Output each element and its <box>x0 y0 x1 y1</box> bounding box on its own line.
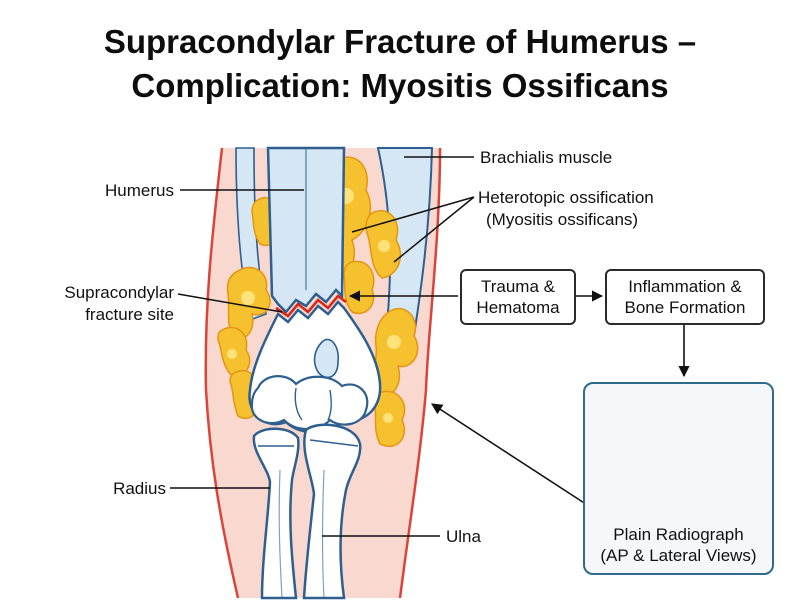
fracture-site-label-line-2: fracture site <box>85 305 174 324</box>
fracture-line <box>275 294 347 318</box>
inflammation-box-line-1: Inflammation & <box>628 277 742 296</box>
humerus-label: Humerus <box>105 181 174 200</box>
inflammation-box-line-2: Bone Formation <box>624 298 746 317</box>
radiograph-panel <box>583 382 774 575</box>
leader-lines <box>170 156 475 537</box>
ulna-label: Ulna <box>446 527 481 546</box>
arm-outline-left <box>204 147 240 599</box>
inflammation-bone-formation-box: Inflammation & Bone Formation <box>605 269 765 325</box>
fracture-site-label-line-1: Supracondylar <box>64 283 174 302</box>
heterotopic-ossification-label-line-2: (Myositis ossificans) <box>486 210 639 229</box>
ulna-bone <box>302 423 362 600</box>
radiograph-label-line-2: (AP & Lateral Views) <box>600 546 757 565</box>
arm-outline-right <box>398 147 442 599</box>
brachialis-muscle-label: Brachialis muscle <box>480 148 613 167</box>
radiograph-label-line-1: Plain Radiograph <box>613 525 744 544</box>
trauma-hematoma-box: Trauma & Hematoma <box>460 269 576 325</box>
diagram-title-line-1: Supracondylar Fracture of Humerus – <box>103 23 697 60</box>
radius-label: Radius <box>113 479 166 498</box>
diagram-title-line-2: Complication: Myositis Ossificans <box>131 67 669 104</box>
heterotopic-ossification-label-line-1: Heterotopic ossification <box>478 188 654 207</box>
olecranon-fossa <box>313 338 340 379</box>
humerus-condyles <box>250 375 369 431</box>
radius-bone <box>252 427 300 600</box>
trauma-box-line-2: Hematoma <box>476 298 560 317</box>
flow-arrows <box>348 290 690 509</box>
trauma-box-line-1: Trauma & <box>480 277 555 296</box>
